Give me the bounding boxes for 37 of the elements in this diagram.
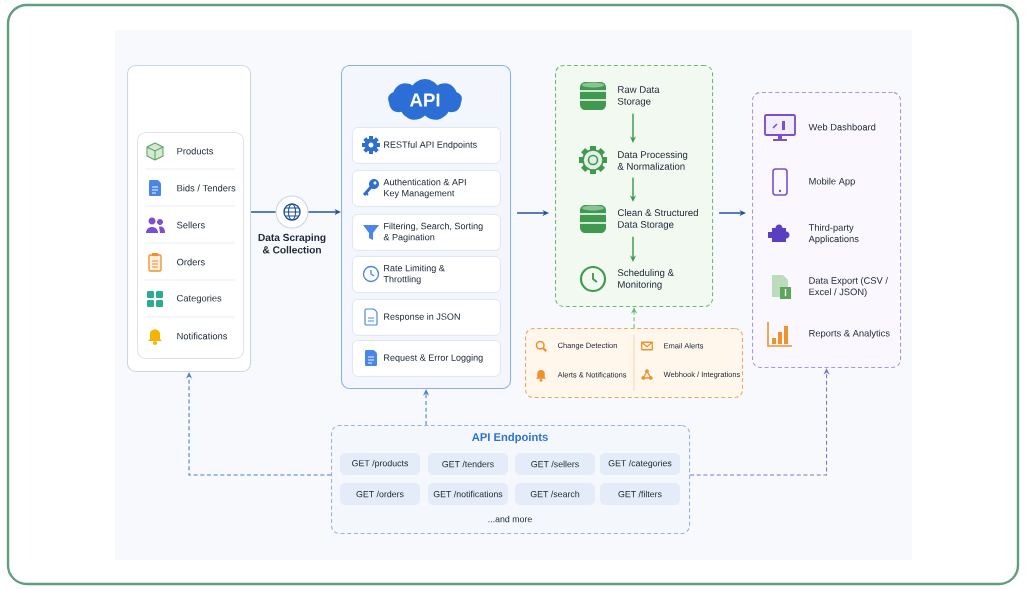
feature-box: RESTful API Endpoints xyxy=(352,127,501,164)
feature-box: Request & Error Logging xyxy=(352,340,501,377)
output-panel xyxy=(752,92,902,369)
more-note: ...and more xyxy=(488,515,532,523)
output-item: Third-party Applications xyxy=(808,224,859,244)
endpoint-chip: GET /filters xyxy=(600,483,680,505)
list-item: Notifications xyxy=(177,332,228,340)
panel-title: API Endpoints xyxy=(472,432,548,444)
output-item: Web Dashboard xyxy=(808,123,876,131)
endpoint-chip: GET /orders xyxy=(340,483,420,505)
endpoint-chip: GET /notifications xyxy=(428,483,508,505)
list-item: Sellers xyxy=(177,221,205,229)
pipeline-step: Data Processing & Normalization xyxy=(617,151,688,170)
connector-line xyxy=(250,211,277,213)
api-cloud: API xyxy=(388,79,462,120)
processing-panel xyxy=(555,65,714,308)
output-item: Reports & Analytics xyxy=(809,329,890,339)
pipeline-step: Raw Data Storage xyxy=(617,86,660,107)
pipeline-step: Scheduling & Monitoring xyxy=(617,269,674,290)
list-item: Bids / Tenders xyxy=(177,184,236,192)
endpoint-chip: GET /categories xyxy=(600,453,680,475)
endpoint-chip: GET /sellers xyxy=(515,453,595,475)
feature-box: Filtering, Search, Sorting & Pagination xyxy=(352,214,501,251)
output-item: Mobile App xyxy=(809,177,855,187)
process-label: Data Scraping & Collection xyxy=(258,233,326,254)
list-item: Products xyxy=(177,147,214,155)
endpoint-chip: GET /search xyxy=(515,483,595,505)
list-item: Orders xyxy=(177,258,205,266)
pipeline-step: Clean & Structured Data Storage xyxy=(617,209,698,230)
list-item: Categories xyxy=(177,294,222,304)
output-item: Data Export (CSV / Excel / JSON) xyxy=(809,277,888,297)
feature-box: Response in JSON xyxy=(352,299,501,336)
feature-box: Authentication & API Key Management xyxy=(352,170,501,207)
endpoint-chip: GET /tenders xyxy=(428,453,508,475)
arrow xyxy=(185,372,332,476)
endpoint-chip: GET /products xyxy=(340,453,420,475)
feature-box: Rate Limiting & Throttling xyxy=(352,256,501,293)
